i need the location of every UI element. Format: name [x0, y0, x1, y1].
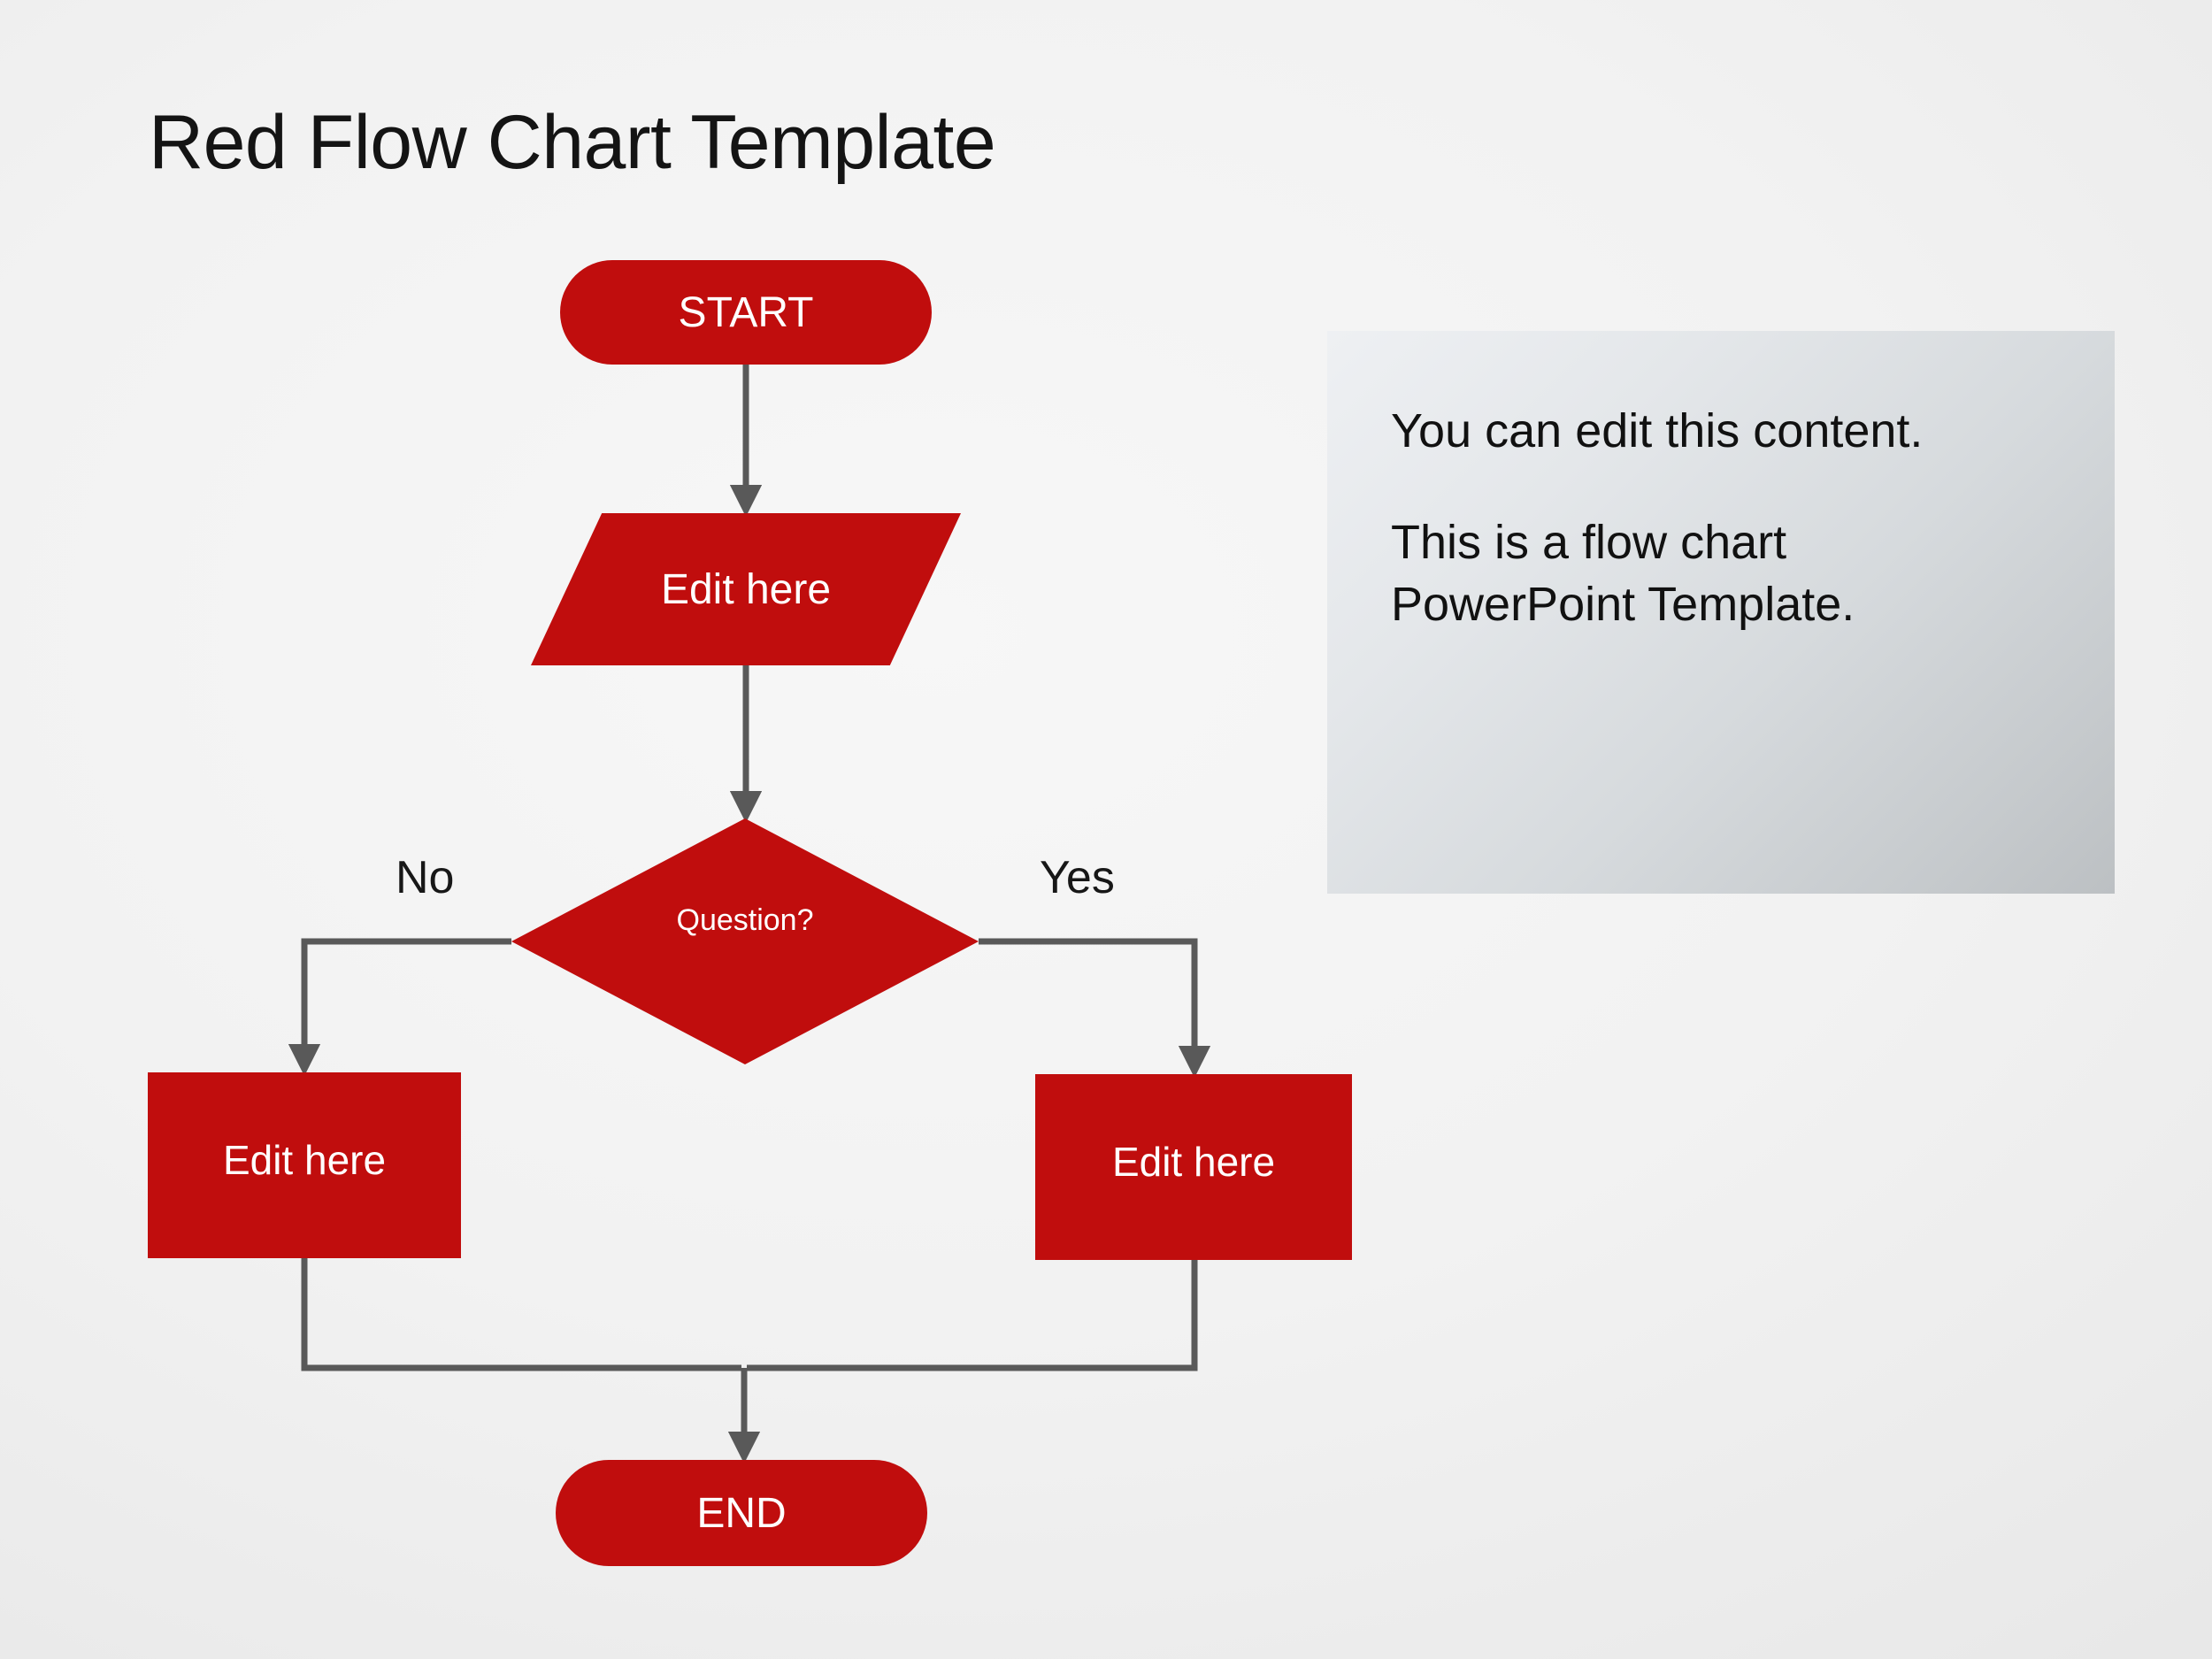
content-panel-line-2: This is a flow chart	[1391, 516, 1787, 570]
content-panel-line-1: You can edit this content.	[1391, 404, 1924, 457]
connector-decision-yes-to-right	[979, 938, 1211, 1079]
flow-node-decision-label: Question?	[676, 903, 814, 937]
flow-node-decision[interactable]: Question?	[511, 818, 979, 1064]
flow-node-end-label: END	[696, 1489, 787, 1537]
connector-right-to-merge	[747, 1260, 1198, 1371]
branch-label-no: No	[396, 852, 455, 903]
flow-node-right-branch[interactable]: Edit here	[1035, 1074, 1352, 1260]
diamond-shape	[511, 818, 979, 1064]
flow-node-left-branch[interactable]: Edit here	[148, 1072, 461, 1258]
content-panel-line-3: PowerPoint Template.	[1391, 578, 1855, 632]
flow-node-end[interactable]: END	[556, 1460, 927, 1566]
flow-node-process-top[interactable]: Edit here	[531, 513, 961, 665]
rectangle-shape	[1035, 1074, 1352, 1260]
page-title: Red Flow Chart Template	[149, 100, 996, 185]
content-panel-spacer	[1391, 462, 2079, 511]
flow-node-process-top-label: Edit here	[660, 565, 832, 613]
connector-left-to-merge	[301, 1258, 741, 1371]
flow-node-start[interactable]: START	[560, 260, 932, 365]
connector-decision-no-to-left	[288, 938, 511, 1077]
content-panel[interactable]: You can edit this content. This is a flo…	[1327, 331, 2115, 894]
flow-node-right-branch-label: Edit here	[1111, 1139, 1276, 1185]
content-panel-text: You can edit this content. This is a flo…	[1391, 400, 2079, 636]
flow-node-left-branch-label: Edit here	[222, 1137, 387, 1183]
branch-label-yes: Yes	[1040, 852, 1115, 903]
flow-node-start-label: START	[678, 288, 814, 336]
rectangle-shape	[148, 1072, 461, 1258]
parallelogram-shape	[531, 513, 961, 665]
